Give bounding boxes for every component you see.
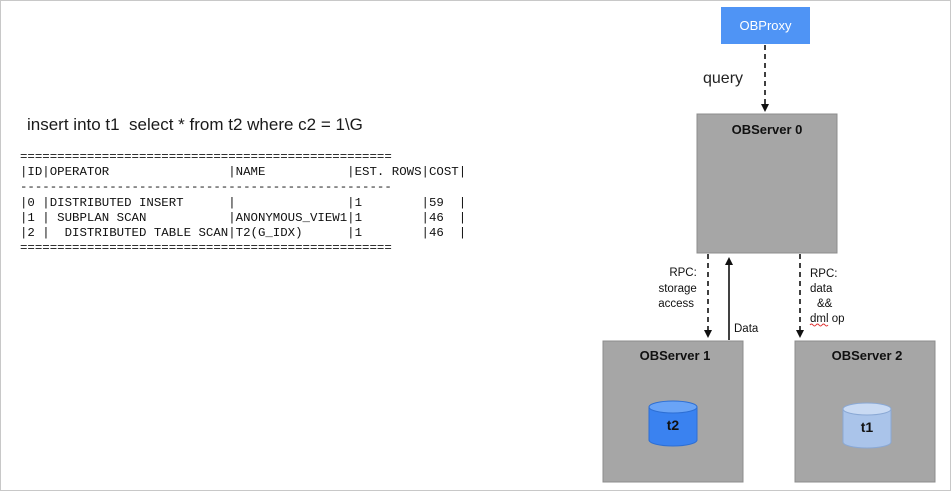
rpc-dml-line-2: data bbox=[810, 283, 833, 295]
plan-line: |2 | DISTRIBUTED TABLE SCAN|T2(G_IDX) |1… bbox=[20, 226, 467, 241]
plan-line: ----------------------------------------… bbox=[20, 180, 392, 195]
rpc-dml-line-1: RPC: bbox=[810, 268, 837, 280]
spellcheck-squiggle bbox=[809, 323, 829, 327]
plan-line: |1 | SUBPLAN SCAN |ANONYMOUS_VIEW1|1 |46… bbox=[20, 210, 467, 225]
rpc-storage-line-2: storage bbox=[658, 283, 696, 295]
rpc-dml-label: RPC: data && dml op bbox=[810, 268, 845, 325]
observer-2-title: OBServer 2 bbox=[832, 348, 903, 363]
observer-1-title: OBServer 1 bbox=[640, 348, 711, 363]
data-label: Data bbox=[734, 323, 759, 335]
plan-line: ========================================… bbox=[20, 150, 392, 164]
table-t2-label: t2 bbox=[667, 417, 680, 433]
table-t1-label: t1 bbox=[861, 419, 874, 435]
plan-line: |ID|OPERATOR |NAME |EST. ROWS|COST| bbox=[20, 165, 467, 180]
rpc-dml-line-3: && bbox=[817, 298, 833, 310]
rpc-dml-line-4: dml op bbox=[810, 313, 845, 325]
plan-line: |0 |DISTRIBUTED INSERT | |1 |59 | bbox=[20, 195, 467, 210]
rpc-storage-line-1: RPC: bbox=[669, 267, 696, 279]
table-t1-cylinder: t1 bbox=[842, 402, 892, 449]
execution-plan: ========================================… bbox=[20, 150, 466, 256]
table-t2-cylinder: t2 bbox=[648, 400, 698, 447]
rpc-storage-label: RPC: storage access bbox=[658, 267, 700, 310]
plan-line: ========================================… bbox=[20, 241, 392, 256]
obproxy-label: OBProxy bbox=[739, 18, 792, 33]
observer-0-title: OBServer 0 bbox=[732, 122, 803, 137]
query-label: query bbox=[703, 70, 743, 87]
obproxy-box bbox=[721, 7, 810, 44]
observer-0-box bbox=[696, 113, 838, 254]
rpc-storage-line-3: access bbox=[658, 298, 694, 310]
sql-statement: insert into t1 select * from t2 where c2… bbox=[27, 115, 363, 134]
